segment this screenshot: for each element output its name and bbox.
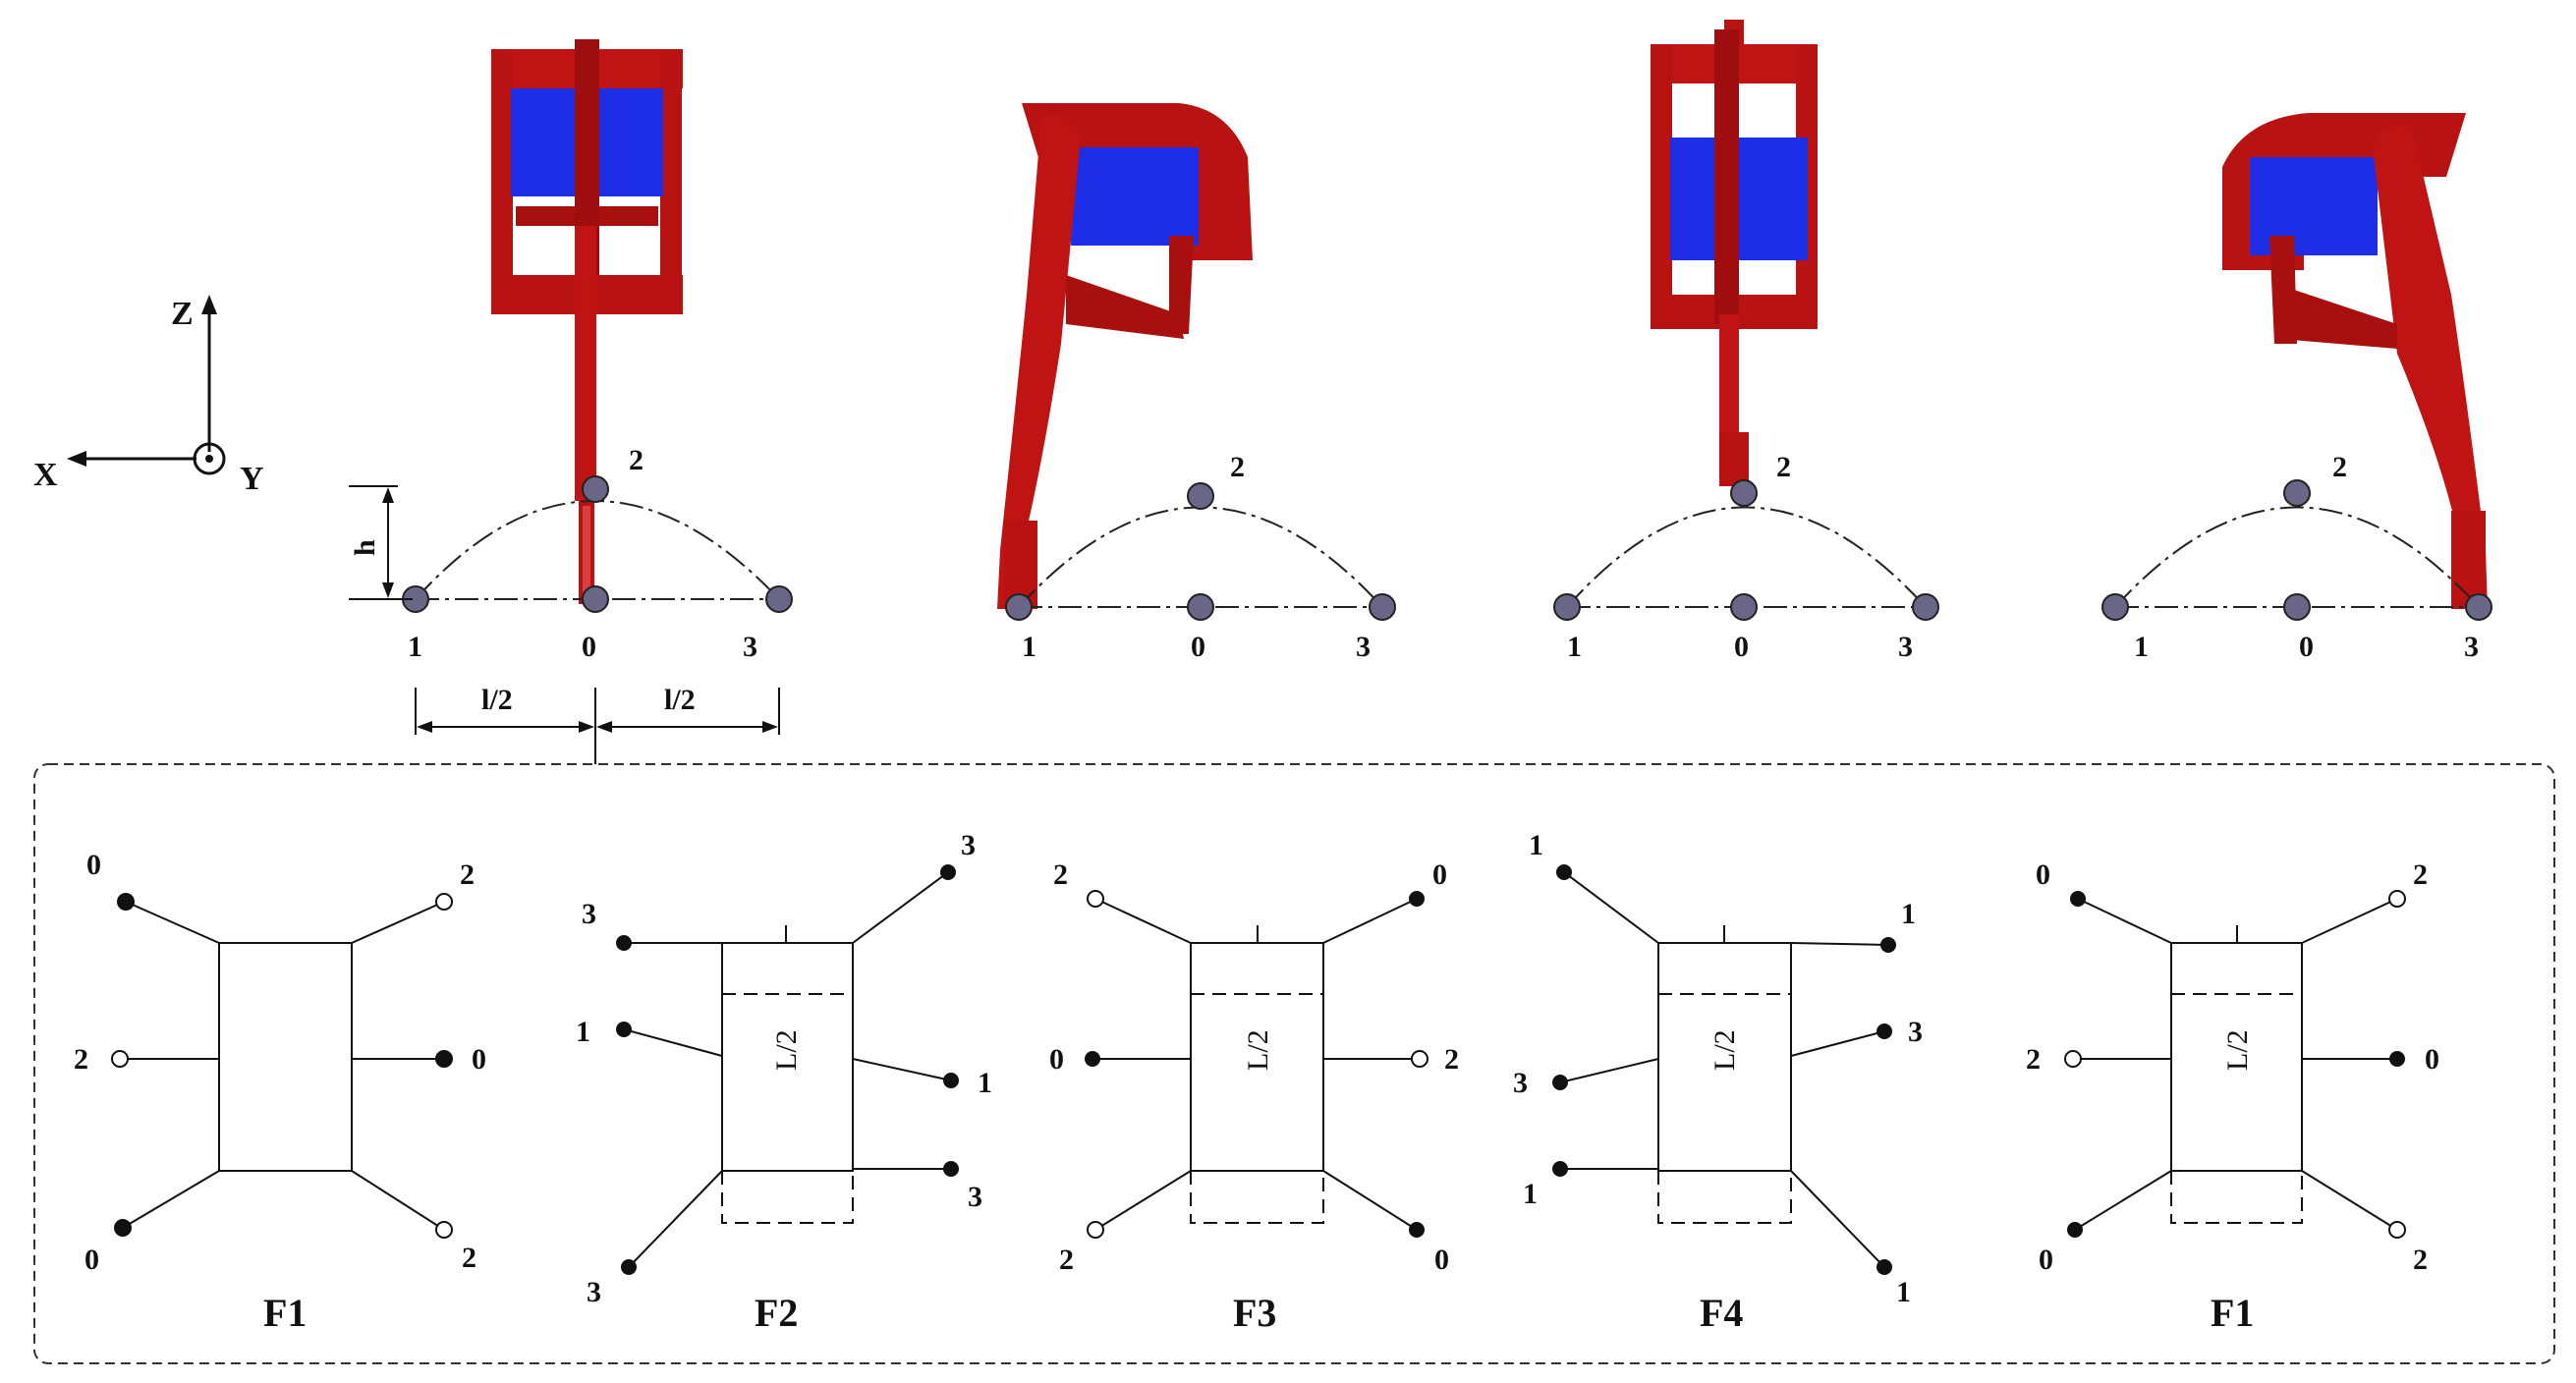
foot-swing xyxy=(435,893,453,911)
trajectory-arc-2 xyxy=(1018,506,1383,608)
point-label-3: 3 xyxy=(743,631,757,663)
foot-label: 2 xyxy=(1059,1244,1074,1276)
foot-label: 3 xyxy=(1908,1016,1923,1048)
leg-view-4: 1 0 3 2 xyxy=(2101,113,2492,663)
foot-label: 3 xyxy=(1513,1067,1528,1099)
height-dimension: h xyxy=(349,485,413,600)
formation-panel xyxy=(33,763,2555,1364)
foot-label: 0 xyxy=(2036,858,2050,891)
point-label-0: 0 xyxy=(582,631,596,663)
leg-view-3: 1 0 3 2 xyxy=(1553,20,1939,663)
point-label-1: 1 xyxy=(1567,631,1582,663)
foot-swing xyxy=(435,1221,453,1239)
x-axis-label: X xyxy=(33,457,58,493)
foot-label: 1 xyxy=(576,1016,590,1048)
foot-label: 2 xyxy=(2026,1043,2041,1076)
trajectory-arc-1 xyxy=(415,500,780,600)
body-dimension-label: L/2 xyxy=(1708,1029,1741,1071)
foot-label: 0 xyxy=(1049,1043,1064,1076)
foot-label: 2 xyxy=(74,1043,88,1076)
point-label-3: 3 xyxy=(1356,631,1371,663)
foot-label: 1 xyxy=(1529,829,1543,861)
formation-f3: L/2 2 0 0 2 2 0 F3 xyxy=(1049,858,1459,1335)
formation-label: F2 xyxy=(755,1291,798,1335)
body-dimension-label: L/2 xyxy=(1242,1029,1274,1071)
foot-label: 3 xyxy=(961,829,976,861)
foot-label: 2 xyxy=(462,1242,476,1274)
foot-label: 0 xyxy=(84,1244,99,1276)
robot-body xyxy=(218,942,353,1172)
leg-model-1 xyxy=(491,39,683,604)
formation-label: F3 xyxy=(1233,1291,1276,1335)
point-label-0: 0 xyxy=(1191,631,1205,663)
foot-label: 2 xyxy=(2413,858,2428,891)
half-length-left-label: l/2 xyxy=(481,684,513,716)
point-label-3: 3 xyxy=(1898,631,1913,663)
foot-label: 2 xyxy=(1053,858,1068,891)
foot-label: 0 xyxy=(2039,1244,2053,1276)
point-label-2: 2 xyxy=(1230,451,1245,483)
foot-label: 1 xyxy=(978,1067,992,1099)
height-label: h xyxy=(349,539,381,556)
y-axis-label: Y xyxy=(240,461,264,497)
body-dimension-label: L/2 xyxy=(2221,1029,2254,1071)
foot-stance xyxy=(117,893,135,911)
trajectory-arc-4 xyxy=(2114,506,2480,608)
formation-f4: L/2 1 1 3 3 1 1 F4 xyxy=(1513,829,1923,1335)
leg-model-2 xyxy=(997,103,1253,609)
foot-label: 3 xyxy=(968,1181,982,1213)
foot-label: 2 xyxy=(1444,1043,1459,1076)
formation-f1: 0 2 2 0 0 2 F1 xyxy=(74,849,486,1335)
leg-view-2: 1 0 3 2 xyxy=(997,103,1396,663)
x-arrow-icon xyxy=(67,451,86,467)
half-length-dimension: l/2 l/2 xyxy=(415,684,780,764)
point-label-1: 1 xyxy=(408,631,422,663)
y-axis-dot-icon xyxy=(193,442,226,475)
formation-f2: L/2 3 3 1 1 3 3 F2 xyxy=(576,829,992,1335)
foot-swing xyxy=(111,1050,129,1068)
point-label-2: 2 xyxy=(1776,451,1791,483)
body-dimension-label: L/2 xyxy=(770,1029,803,1071)
formation-label: F4 xyxy=(1700,1291,1743,1335)
foot-label: 2 xyxy=(460,858,475,891)
point-label-2: 2 xyxy=(2332,451,2347,483)
foot-label: 0 xyxy=(472,1043,486,1076)
formation-f1-repeat: L/2 0 2 2 0 0 2 F1 xyxy=(2026,858,2439,1335)
formation-label: F1 xyxy=(263,1291,307,1335)
foot-stance xyxy=(435,1050,453,1068)
foot-label: 0 xyxy=(1432,858,1447,891)
foot-label: 2 xyxy=(2413,1244,2428,1276)
foot-label: 1 xyxy=(1901,898,1916,930)
point-label-0: 0 xyxy=(2299,631,2314,663)
point-label-1: 1 xyxy=(1022,631,1036,663)
formation-label: F1 xyxy=(2211,1291,2254,1335)
foot-label: 1 xyxy=(1523,1178,1538,1210)
leg-model-3 xyxy=(1651,20,1818,486)
foot-label: 0 xyxy=(1434,1244,1449,1276)
point-label-2: 2 xyxy=(629,444,644,476)
point-0 xyxy=(582,585,609,613)
foot-label: 0 xyxy=(86,849,101,881)
z-axis-label: Z xyxy=(171,296,194,332)
leg-view-1: 1 0 3 2 h l/2 l/2 xyxy=(349,39,793,764)
point-label-3: 3 xyxy=(2464,631,2479,663)
point-2 xyxy=(582,475,609,503)
point-label-0: 0 xyxy=(1734,631,1749,663)
foot-stance xyxy=(114,1219,132,1237)
z-arrow-icon xyxy=(201,295,217,314)
coordinate-axes: Z X Y xyxy=(33,295,264,497)
point-3 xyxy=(765,585,793,613)
leg-model-4 xyxy=(2222,113,2488,609)
half-length-right-label: l/2 xyxy=(664,684,696,716)
foot-label: 1 xyxy=(1896,1276,1911,1308)
trajectory-arc-3 xyxy=(1566,506,1927,608)
foot-label: 0 xyxy=(2425,1043,2439,1076)
foot-label: 3 xyxy=(582,898,596,930)
point-label-1: 1 xyxy=(2134,631,2149,663)
foot-label: 3 xyxy=(587,1276,601,1308)
